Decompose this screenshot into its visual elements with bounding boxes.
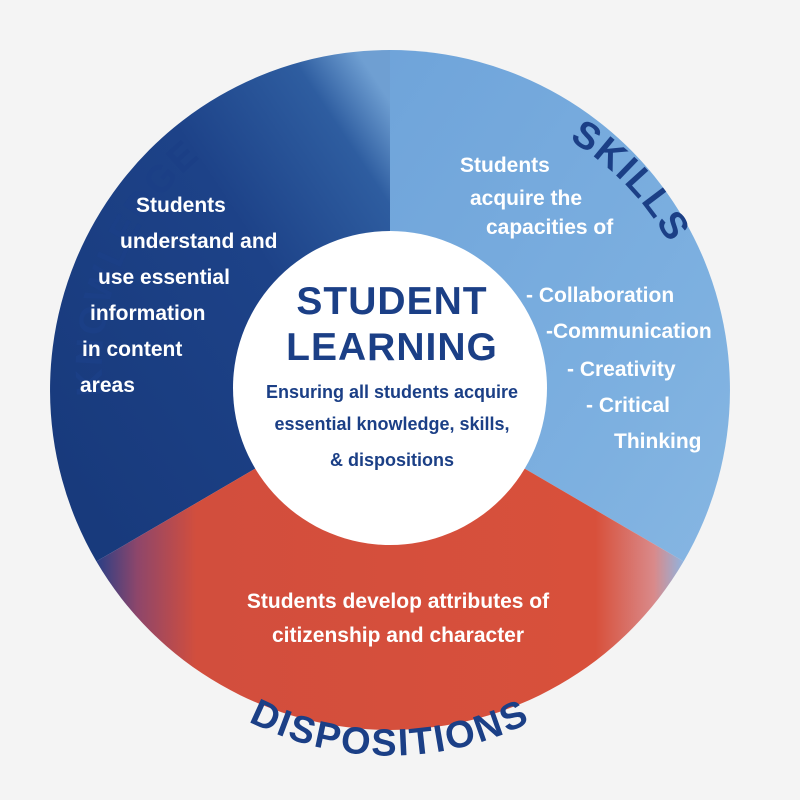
center-subtitle-line: & dispositions — [330, 450, 454, 470]
knowledge-text-line: Students — [136, 194, 226, 217]
skills-list-item: - Creativity — [567, 358, 676, 381]
knowledge-text-line: in content — [82, 338, 182, 361]
knowledge-text-line: information — [90, 302, 206, 325]
skills-list: - Collaboration -Communication - Creativ… — [526, 284, 712, 453]
center-subtitle-line: Ensuring all students acquire — [266, 382, 518, 402]
knowledge-text-line: use essential — [98, 266, 230, 289]
knowledge-text-line: areas — [80, 374, 135, 397]
dispositions-text-line: citizenship and character — [272, 624, 524, 647]
skills-description: Students acquire the capacities of — [460, 154, 614, 239]
skills-list-item: - Collaboration — [526, 284, 674, 307]
skills-list-item: - Critical — [586, 394, 670, 417]
center-content: STUDENT LEARNING Ensuring all students a… — [266, 280, 518, 470]
dispositions-description: Students develop attributes of citizensh… — [247, 590, 550, 647]
center-subtitle-line: essential knowledge, skills, — [274, 414, 509, 434]
center-circle — [233, 231, 547, 545]
skills-list-item: -Communication — [546, 320, 712, 343]
dispositions-text-line: Students develop attributes of — [247, 590, 550, 613]
skills-text-line: Students — [460, 154, 550, 177]
knowledge-description: Students understand and use essential in… — [80, 194, 278, 397]
dispositions-segment — [96, 390, 684, 730]
knowledge-text-line: understand and — [120, 230, 278, 253]
skills-list-item: Thinking — [614, 430, 702, 453]
skills-text-line: capacities of — [486, 216, 614, 239]
skills-text-line: acquire the — [470, 187, 582, 210]
center-title-line: STUDENT — [296, 280, 487, 323]
center-title-line: LEARNING — [286, 326, 498, 369]
